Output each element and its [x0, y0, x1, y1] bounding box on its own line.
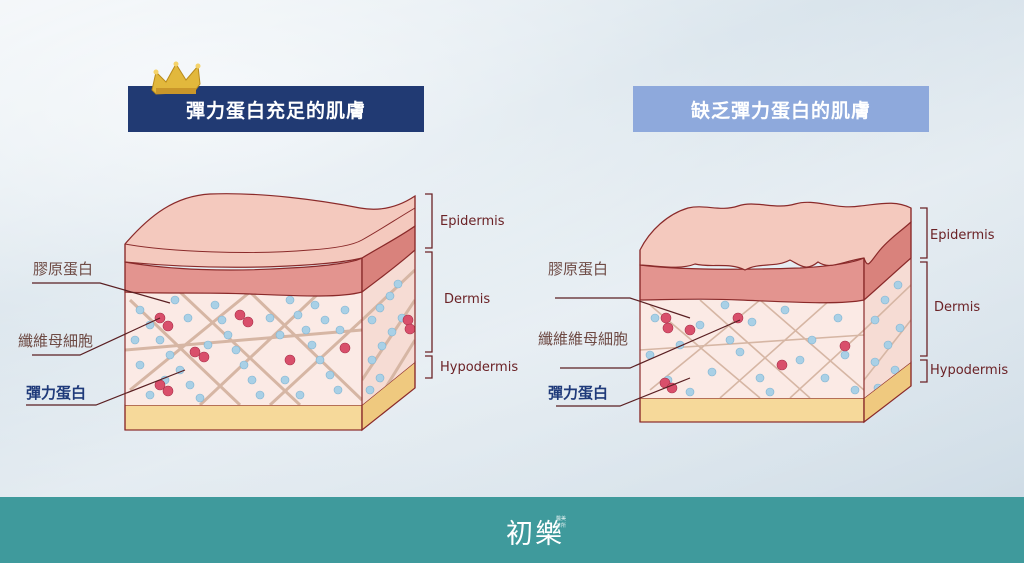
right-leader-lines	[555, 297, 741, 407]
brand-name: 初樂	[506, 519, 564, 550]
right-title-banner: 缺乏彈力蛋白的肌膚	[633, 86, 929, 132]
left-label-collagen: 膠原蛋白	[33, 260, 94, 278]
right-title: 缺乏彈力蛋白的肌膚	[690, 99, 871, 122]
left-leader-lines	[26, 282, 186, 406]
left-layer-epidermis: Epidermis	[440, 214, 505, 229]
left-layer-hypodermis: Hypodermis	[440, 360, 519, 375]
left-skin-block	[124, 193, 416, 432]
left-label-elastin: 彈力蛋白	[26, 384, 87, 402]
right-layer-epidermis: Epidermis	[930, 228, 995, 243]
crown-icon	[151, 61, 201, 95]
brand-subtitle: 醫美診所	[556, 516, 567, 529]
left-layer-brackets	[425, 193, 433, 379]
right-label-collagen: 膠原蛋白	[548, 260, 609, 278]
right-layer-hypodermis: Hypodermis	[930, 363, 1009, 378]
right-label-fibroblast: 纖維維母細胞	[538, 330, 629, 348]
right-label-elastin: 彈力蛋白	[548, 384, 609, 402]
left-label-fibroblast: 纖維母細胞	[18, 332, 94, 350]
left-layer-dermis: Dermis	[444, 292, 491, 307]
right-skin-block	[639, 201, 912, 424]
right-layer-dermis: Dermis	[934, 300, 981, 315]
left-title: 彈力蛋白充足的肌膚	[185, 99, 366, 122]
footer-bar	[0, 497, 1024, 563]
right-layer-brackets	[920, 207, 928, 383]
skin-diagrams	[26, 61, 928, 432]
